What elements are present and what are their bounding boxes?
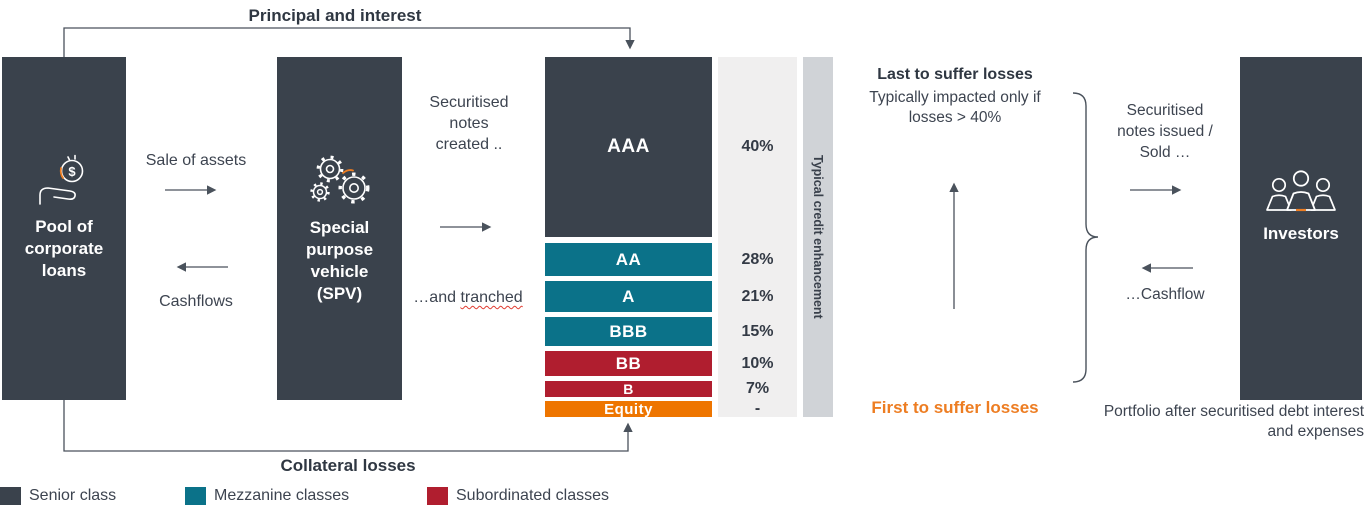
legend-item-senior: Senior class xyxy=(0,486,116,506)
investors-box: Investors xyxy=(1240,57,1362,400)
pct-b: 7% xyxy=(745,380,770,397)
legend-item-subordinated: Subordinated classes xyxy=(427,486,609,506)
people-icon xyxy=(1266,169,1336,211)
notes-created-line: notes xyxy=(449,115,489,132)
pct-a: 21% xyxy=(741,287,774,305)
pct-aaa: 40% xyxy=(741,138,774,155)
tranche-bar-bbb: BBB xyxy=(545,317,712,346)
pool-label-line: Pool of xyxy=(35,216,93,236)
collateral-losses-label: Collateral losses xyxy=(280,456,416,475)
pool-label-line: loans xyxy=(41,260,87,280)
typical-credit-enhancement-band: Typical credit enhancement xyxy=(803,57,833,417)
svg-text:$: $ xyxy=(68,164,76,179)
gears-icon xyxy=(309,155,370,204)
last-to-suffer-title: Last to suffer losses xyxy=(877,66,1033,83)
investor-cashflow-label: …Cashflow xyxy=(1125,286,1205,303)
pct-bb: 10% xyxy=(741,354,774,372)
tranche-bar-equity: Equity xyxy=(545,401,712,418)
spv-label-line: purpose xyxy=(305,239,374,259)
spv-label-line: (SPV) xyxy=(316,283,363,303)
portfolio-note-line: and expenses xyxy=(1267,423,1364,440)
tranche-bar-aa: AA xyxy=(545,243,712,276)
legend-label-subordinated: Subordinated classes xyxy=(456,487,609,504)
notes-issued-line: Sold … xyxy=(1139,144,1191,161)
and-tranched-label: …and tranched xyxy=(400,287,536,308)
notes-issued-label: Securitised notes issued / Sold … xyxy=(1100,100,1230,163)
principal-interest-arrow xyxy=(63,27,635,57)
and-tranched-prefix: …and xyxy=(413,289,461,306)
pool-of-loans-box: $ Pool of corporate loans xyxy=(2,57,126,400)
portfolio-note: Portfolio after securitised debt interes… xyxy=(1010,402,1364,442)
spv-box: Special purpose vehicle (SPV) xyxy=(277,57,402,400)
and-tranched-word: tranched xyxy=(460,289,523,306)
spv-label-line: vehicle xyxy=(310,261,369,281)
last-to-suffer-line: Typically impacted only if xyxy=(869,89,1041,106)
notes-created-line: Securitised xyxy=(429,94,509,111)
pct-equity: - xyxy=(754,400,761,417)
pct-bbb: 15% xyxy=(741,322,774,340)
typical-credit-enhancement-label: Typical credit enhancement xyxy=(811,155,825,319)
tranche-bar-aaa: AAA xyxy=(545,57,712,237)
sale-of-assets-label: Sale of assets xyxy=(145,152,247,169)
tranche-bar-b: B xyxy=(545,381,712,397)
pool-label-line: corporate xyxy=(24,238,104,258)
first-to-suffer-label: First to suffer losses xyxy=(871,398,1039,417)
principal-interest-label: Principal and interest xyxy=(248,6,422,25)
notes-created-line: created .. xyxy=(435,136,503,153)
pct-aa: 28% xyxy=(741,250,774,268)
legend-swatch-mezzanine xyxy=(185,487,206,505)
hand-coin-icon: $ xyxy=(39,154,84,205)
legend-swatch-senior xyxy=(0,487,21,505)
tranche-bar-bb: BB xyxy=(545,351,712,376)
legend-item-mezzanine: Mezzanine classes xyxy=(185,486,349,506)
notes-issued-line: notes issued / xyxy=(1117,123,1213,140)
cashflows-label: Cashflows xyxy=(159,293,233,310)
tranche-brace xyxy=(1072,92,1099,383)
last-to-suffer-subtext: Typically impacted only if losses > 40% xyxy=(840,88,1070,128)
legend-swatch-subordinated xyxy=(427,487,448,505)
legend-label-mezzanine: Mezzanine classes xyxy=(214,487,350,504)
tranche-bar-a: A xyxy=(545,281,712,312)
notes-issued-line: Securitised xyxy=(1126,102,1204,119)
collateral-losses-arrow xyxy=(63,400,633,452)
credit-enhancement-column xyxy=(718,57,797,417)
investors-label: Investors xyxy=(1263,223,1339,243)
legend-label-senior: Senior class xyxy=(29,487,117,504)
notes-created-label: Securitised notes created .. xyxy=(404,92,534,155)
last-to-suffer-line: losses > 40% xyxy=(908,109,1002,126)
portfolio-note-line: Portfolio after securitised debt interes… xyxy=(1103,403,1364,420)
spv-label-line: Special xyxy=(309,217,370,237)
